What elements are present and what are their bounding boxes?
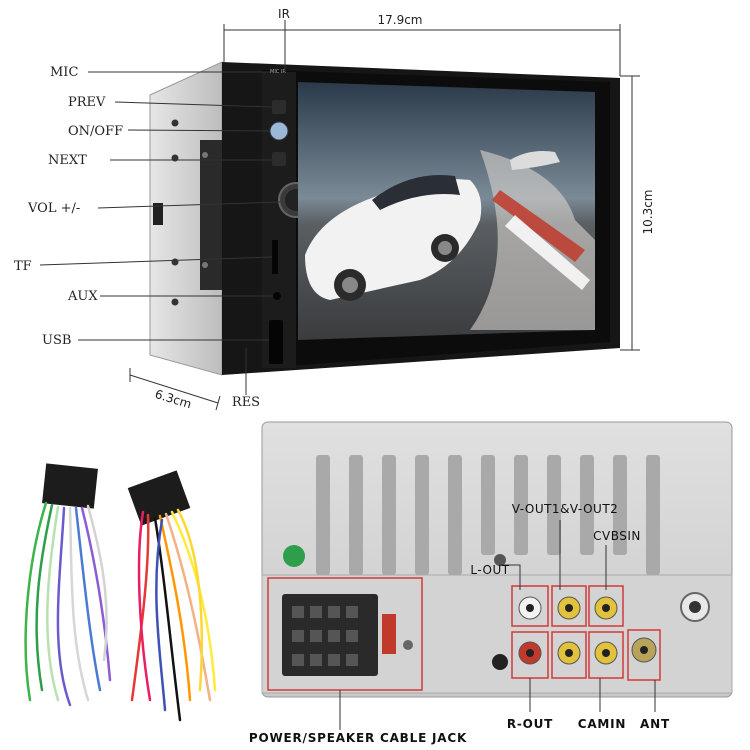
screw-hole — [171, 298, 179, 306]
dimension-lines — [129, 20, 640, 411]
ground-screw — [492, 654, 508, 670]
rca-jacks — [511, 585, 661, 681]
aux-jack[interactable] — [273, 292, 281, 300]
screw-hole — [171, 119, 179, 127]
vout-label: V-OUT1&V-OUT2 — [512, 502, 619, 516]
harness-connector-left — [42, 463, 98, 509]
usb-port[interactable] — [269, 320, 283, 364]
callout-lines — [39, 71, 281, 341]
width-dimension: 17.9cm — [377, 13, 422, 27]
wiring-harness — [24, 463, 217, 722]
tf-slot[interactable] — [272, 240, 278, 274]
screw-hole — [171, 258, 179, 266]
prev-label: PREV — [68, 95, 106, 110]
svg-text:MIC IR: MIC IR — [270, 69, 286, 75]
qc-sticker — [283, 545, 305, 567]
vol-label: VOL +/- — [27, 201, 80, 216]
camin-label: CAMIN — [578, 717, 627, 731]
power-jack-label: POWER/SPEAKER CABLE JACK — [249, 731, 467, 745]
lout-label: L-OUT — [470, 563, 509, 577]
next-label: NEXT — [48, 153, 87, 168]
ant-label: ANT — [640, 717, 670, 731]
rear-panel — [261, 421, 733, 698]
cooling-fins — [316, 455, 660, 575]
rear-callout-lines — [339, 520, 656, 730]
power-button[interactable] — [269, 121, 289, 141]
usb-label: USB — [42, 333, 71, 348]
onoff-label: ON/OFF — [68, 124, 123, 139]
rout-label: R-OUT — [507, 717, 553, 731]
ir-label: IR — [278, 7, 290, 21]
control-strip — [262, 72, 296, 368]
power-jack-highlight — [267, 577, 423, 691]
cvbsin-label: CVBSIN — [593, 529, 641, 543]
res-label: RES — [232, 395, 260, 410]
aux-label: AUX — [67, 289, 98, 304]
depth-dimension: 6.3cm — [153, 387, 193, 411]
mic-label: MIC — [50, 65, 78, 80]
head-unit-front: MIC IR — [149, 61, 620, 376]
tf-label: TF — [14, 259, 32, 274]
next-button[interactable] — [272, 152, 286, 166]
prev-button[interactable] — [272, 100, 286, 114]
fuse — [382, 614, 396, 654]
height-dimension: 10.3cm — [641, 189, 655, 234]
usb-side-slot — [153, 203, 163, 225]
